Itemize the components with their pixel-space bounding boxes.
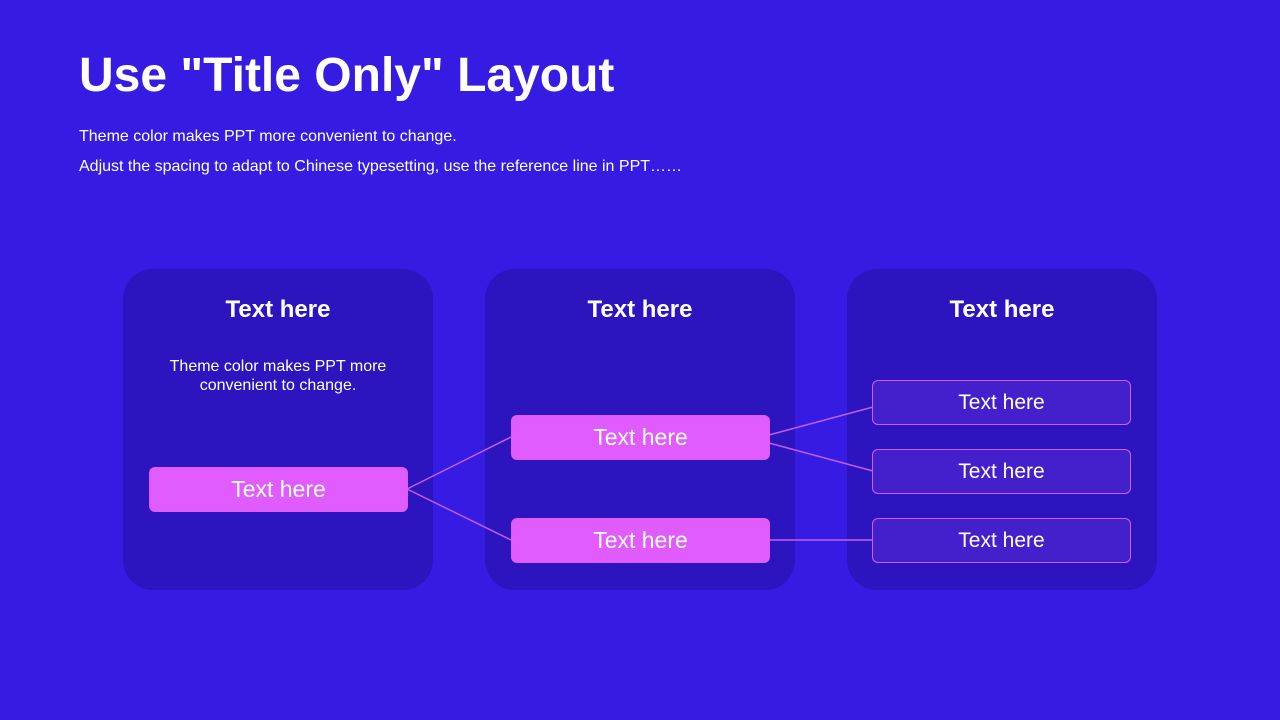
mid-node-1[interactable]: Text here — [511, 415, 770, 460]
leaf-node-3[interactable]: Text here — [872, 518, 1131, 563]
leaf-node-1[interactable]: Text here — [872, 380, 1131, 425]
subtitle-line-2: Adjust the spacing to adapt to Chinese t… — [79, 158, 683, 175]
column-1-title: Text here — [225, 296, 331, 323]
column-panel-1 — [123, 269, 433, 590]
connector-root-to-mid-2 — [406, 488, 512, 541]
connector-mid-1-to-leaf-1 — [768, 406, 874, 436]
connector-mid-1-to-leaf-2 — [768, 442, 874, 472]
leaf-node-2[interactable]: Text here — [872, 449, 1131, 494]
column-2-title: Text here — [587, 296, 693, 323]
page-title: Use "Title Only" Layout — [79, 49, 615, 102]
root-node[interactable]: Text here — [149, 467, 408, 512]
mid-node-2[interactable]: Text here — [511, 518, 770, 563]
column-1-description: Theme color makes PPT more convenient to… — [169, 358, 387, 394]
column-3-title: Text here — [949, 296, 1055, 323]
subtitle-line-1: Theme color makes PPT more convenient to… — [79, 128, 457, 145]
connector-root-to-mid-1 — [406, 436, 512, 490]
